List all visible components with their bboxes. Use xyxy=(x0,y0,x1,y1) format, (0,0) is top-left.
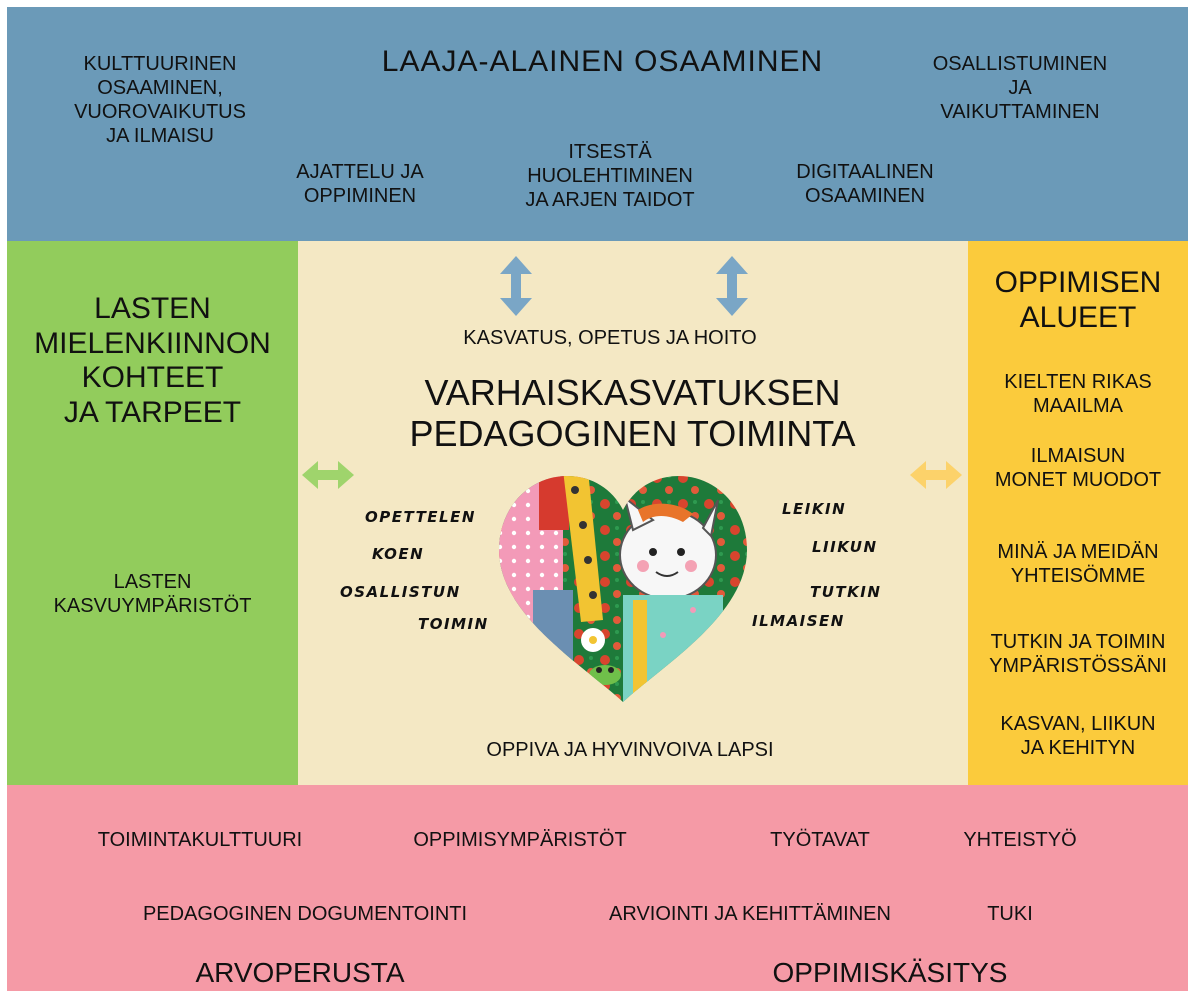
kasvatus-label: KASVATUS, OPETUS JA HOITO xyxy=(463,327,757,349)
right-heading: OPPIMISEN ALUEET xyxy=(994,266,1162,334)
right-panel xyxy=(968,241,1188,785)
word-tutkin: TUTKIN xyxy=(810,583,882,601)
bottom-arviointi: ARVIOINTI JA KEHITTÄMINEN xyxy=(609,903,891,925)
double-arrow-horizontal-icon xyxy=(300,458,356,492)
right-item-kielten: KIELTEN RIKAS MAAILMA xyxy=(1004,371,1152,417)
left-panel xyxy=(7,241,298,785)
word-toimin: TOIMIN xyxy=(418,615,489,633)
double-arrow-horizontal-icon xyxy=(908,458,964,492)
top-item-digitaalinen: DIGITAALINEN OSAAMINEN xyxy=(796,161,934,207)
word-liikun: LIIKUN xyxy=(812,538,878,556)
top-item-osallistuminen: OSALLISTUMINEN JA VAIKUTTAMINEN xyxy=(932,53,1108,123)
word-opettelen: OPETTELEN xyxy=(365,508,476,526)
bottom-toimintakulttuuri: TOIMINTAKULTTUURI xyxy=(97,829,303,851)
top-title: LAAJA-ALAINEN OSAAMINEN xyxy=(381,45,824,78)
right-item-mina: MINÄ JA MEIDÄN YHTEISÖMME xyxy=(997,541,1159,587)
center-footer: OPPIVA JA HYVINVOIVA LAPSI xyxy=(486,739,774,761)
word-osallistun: OSALLISTUN xyxy=(340,583,461,601)
top-item-ajattelu: AJATTELU JA OPPIMINEN xyxy=(296,161,424,207)
right-item-ilmaisun: ILMAISUN MONET MUODOT xyxy=(994,445,1162,491)
heart-illustration xyxy=(493,470,753,715)
bottom-oppimisymparistot: OPPIMISYMPÄRISTÖT xyxy=(413,829,627,851)
bottom-arvoperusta: ARVOPERUSTA xyxy=(195,957,405,988)
bottom-panel xyxy=(7,785,1188,991)
left-sub: LASTEN KASVUYMPÄRISTÖT xyxy=(53,571,252,617)
bottom-tuki: TUKI xyxy=(987,903,1033,925)
top-item-kulttuurinen: KULTTUURINEN OSAAMINEN, VUOROVAIKUTUS JA… xyxy=(74,53,246,147)
right-item-tutkin: TUTKIN JA TOIMIN YMPÄRISTÖSSÄNI xyxy=(989,631,1167,677)
bottom-yhteistyo: YHTEISTYÖ xyxy=(963,829,1077,851)
double-arrow-vertical-icon xyxy=(498,254,534,318)
left-heading: LASTEN MIELENKIINNON KOHTEET JA TARPEET xyxy=(34,292,271,429)
top-panel xyxy=(7,7,1188,241)
top-item-itsesta: ITSESTÄ HUOLEHTIMINEN JA ARJEN TAIDOT xyxy=(525,141,695,211)
double-arrow-vertical-icon xyxy=(714,254,750,318)
bottom-tyotavat: TYÖTAVAT xyxy=(770,829,870,851)
word-ilmaisen: ILMAISEN xyxy=(752,612,845,630)
bottom-oppimiskasitys: OPPIMISKÄSITYS xyxy=(772,957,1008,988)
right-item-kasvan: KASVAN, LIIKUN JA KEHITYN xyxy=(1000,713,1156,759)
word-leikin: LEIKIN xyxy=(782,500,847,518)
bottom-pedagoginen-dokumentointi: PEDAGOGINEN DOGUMENTOINTI xyxy=(142,903,468,925)
center-title: VARHAISKASVATUKSEN PEDAGOGINEN TOIMINTA xyxy=(409,372,856,455)
word-koen: KOEN xyxy=(372,545,425,563)
